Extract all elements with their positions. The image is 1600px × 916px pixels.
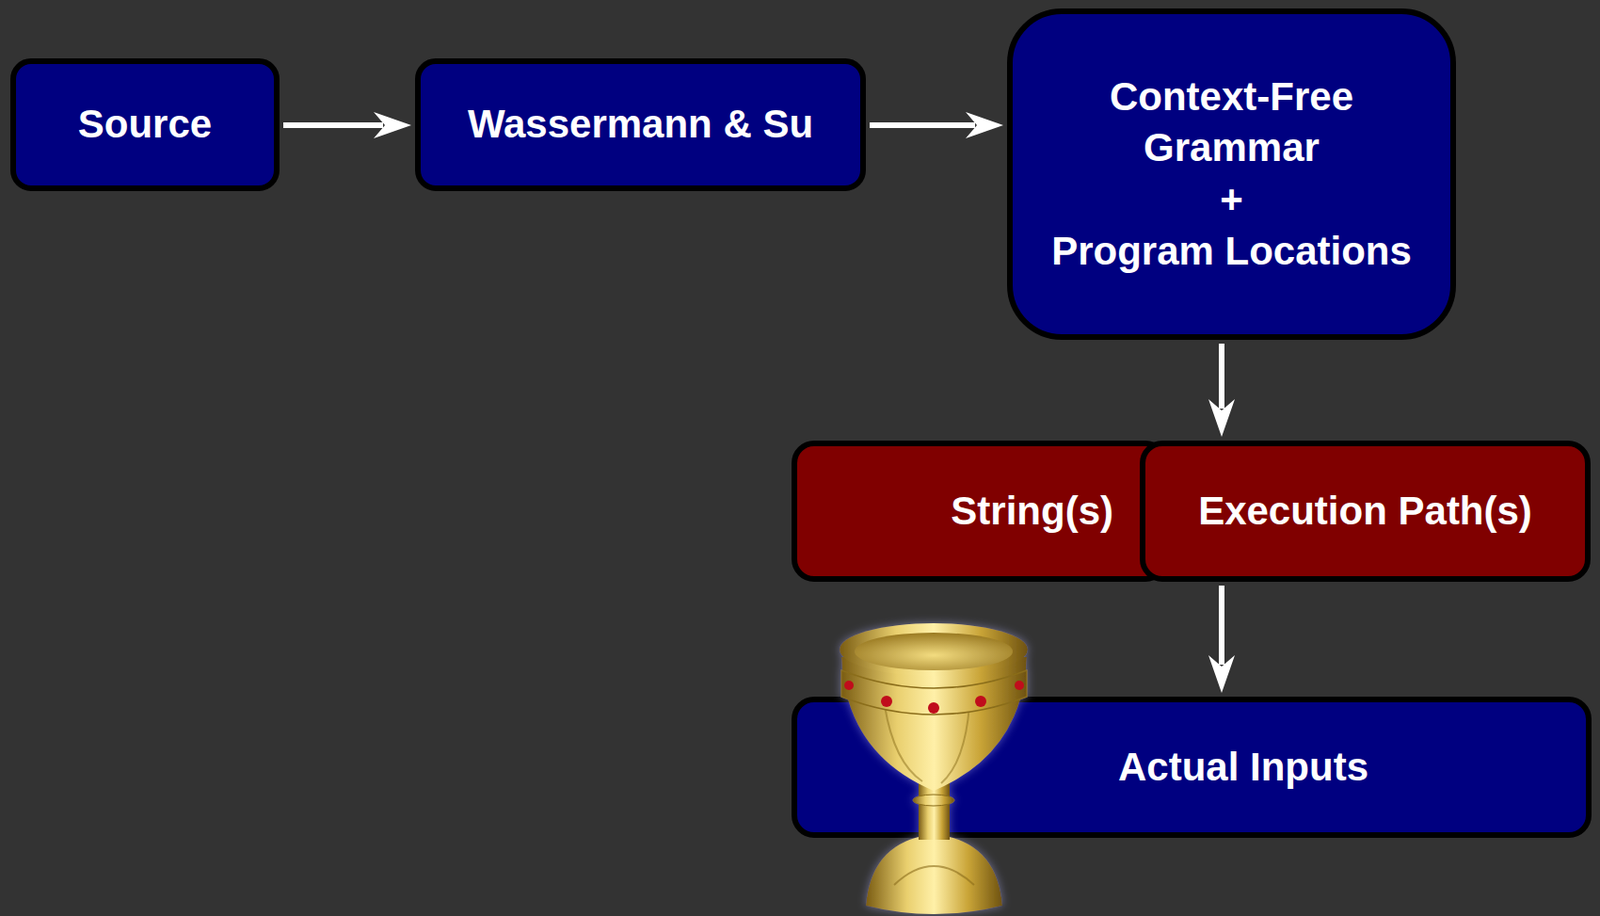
node-label: String(s) <box>950 485 1114 538</box>
process-box: Wassermann & Su <box>415 58 866 192</box>
node-label: Actual Inputs <box>1118 741 1369 794</box>
node-label: Context-Free Grammar <box>1076 71 1388 175</box>
node-label: Wassermann & Su <box>467 98 814 151</box>
output-box: Context-Free Grammar+Program Locations <box>1007 8 1456 340</box>
source-box: Source <box>10 58 280 192</box>
result-band: String(s) <box>791 440 1168 582</box>
node-label: Program Locations <box>1051 225 1412 278</box>
arrow-connector <box>1208 343 1235 437</box>
grail-illustration <box>828 611 1040 916</box>
result-band: Execution Path(s) <box>1139 440 1591 582</box>
arrow-connector <box>869 112 1004 139</box>
arrow-connector <box>1208 585 1235 693</box>
node-label: + <box>1219 174 1244 226</box>
node-label: Source <box>78 98 212 151</box>
arrow-connector <box>283 112 412 139</box>
node-label: Execution Path(s) <box>1198 485 1533 538</box>
